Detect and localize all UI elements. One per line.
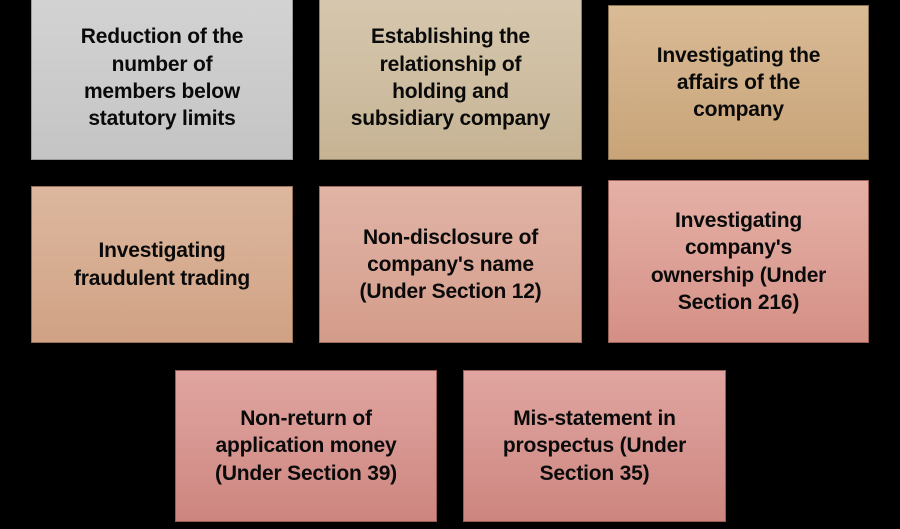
diagram-box-investigating-affairs[interactable]: Investigating the affairs of the company [608,5,869,160]
diagram-box-label: Investigating fraudulent trading [73,239,251,290]
diagram-box-non-return-application-money[interactable]: Non-return of application money (Under S… [175,370,437,522]
diagram-box-mis-statement-prospectus[interactable]: Mis-statement in prospectus (Under Secti… [463,370,726,522]
diagram-box-reduction-of-members[interactable]: Reduction of the number of members below… [31,0,293,160]
diagram-box-label: Non-disclosure of company's name (Under … [359,225,542,304]
diagram-box-fraudulent-trading[interactable]: Investigating fraudulent trading [31,186,293,343]
diagram-box-label: Investigating the affairs of the company [656,43,821,122]
diagram-box-label: Mis-statement in prospectus (Under Secti… [502,407,687,485]
diagram-box-non-disclosure-company-name[interactable]: Non-disclosure of company's name (Under … [319,186,582,343]
diagram-box-label: Non-return of application money (Under S… [215,407,397,485]
diagram-box-label: Investigating company's ownership (Under… [650,208,827,314]
diagram-box-label: Reduction of the number of members below… [80,25,244,131]
diagram-box-investigating-ownership[interactable]: Investigating company's ownership (Under… [608,180,869,343]
diagram-box-label: Establishing the relationship of holding… [350,25,551,131]
diagram-box-holding-subsidiary-relationship[interactable]: Establishing the relationship of holding… [319,0,582,160]
